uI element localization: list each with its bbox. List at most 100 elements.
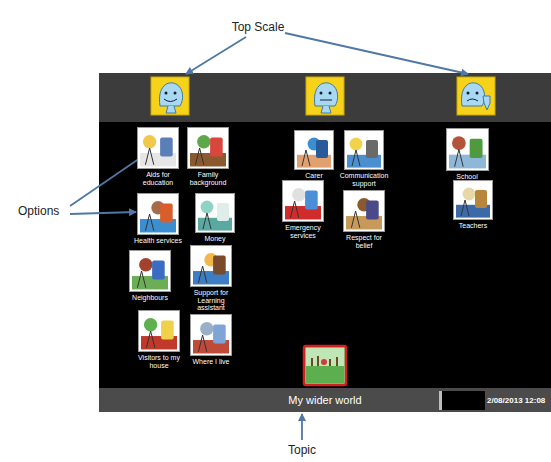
happy-face [151, 77, 189, 115]
callout-label: Top Scale [232, 20, 285, 34]
icon-line [137, 271, 145, 288]
option-icon [282, 180, 324, 222]
option-label: Aids for education [133, 171, 183, 186]
option-tile: Where I live [186, 314, 236, 366]
neutral-face [306, 77, 344, 115]
icon-figure [197, 135, 210, 148]
top-bar [99, 73, 551, 122]
black-box [442, 391, 485, 410]
callout-label: Options [18, 204, 59, 218]
icon-figure [452, 136, 466, 150]
option-label: Teachers [447, 222, 499, 230]
option-icon [344, 130, 384, 170]
icon-tile [454, 181, 493, 220]
screen [99, 73, 551, 412]
icon-tile [188, 128, 229, 169]
option-tile: Family background [183, 127, 233, 186]
callout-label: Topic [288, 443, 316, 457]
option-label: Money [191, 235, 239, 243]
icon-tile [446, 129, 488, 171]
option-icon [294, 130, 334, 170]
option-label: Family background [183, 171, 233, 186]
icon-line [195, 148, 203, 165]
icon-figure [161, 321, 174, 340]
option-tile: Support for Learning assistant [183, 245, 239, 312]
option-tile: Communication support [338, 130, 390, 187]
option-icon [187, 127, 229, 169]
icon-tile [191, 315, 232, 356]
icon-line [461, 200, 469, 216]
icon-tile [283, 181, 324, 222]
option-tile: Carer [290, 130, 338, 180]
icon-line [198, 335, 206, 352]
icon-figure [160, 138, 173, 157]
icon-tile [196, 194, 235, 233]
option-label: Where I live [186, 358, 236, 366]
option-tile: Neighbours [122, 250, 178, 302]
option-tile: Emergency services [277, 180, 329, 239]
icon-tile [344, 191, 385, 232]
icon-tile [130, 251, 171, 292]
icon-figure [152, 261, 165, 280]
bar-divider [439, 391, 442, 410]
icon-line [351, 211, 359, 228]
icon-figure [366, 201, 379, 220]
icon-line [198, 266, 206, 283]
option-label: Respect for belief [338, 234, 390, 249]
icon-figure [139, 258, 152, 271]
option-label: Visitors to my house [132, 354, 186, 369]
icon-figure [366, 140, 378, 158]
option-icon [195, 193, 235, 233]
option-icon [137, 193, 179, 235]
option-icon [129, 250, 171, 292]
topic-icon [304, 346, 346, 385]
option-label: School [441, 173, 493, 181]
icon-figure [160, 204, 173, 223]
icon-figure [210, 138, 223, 157]
option-tile: Visitors to my house [132, 310, 186, 369]
icon-figure [316, 140, 328, 158]
option-icon [138, 310, 180, 352]
icon-figure [144, 318, 157, 331]
option-tile: Money [191, 193, 239, 243]
icon-figure [463, 188, 476, 201]
icon-line [302, 150, 310, 166]
icon-figure [213, 325, 226, 344]
option-label: Carer [290, 172, 338, 180]
option-label: Support for Learning assistant [183, 289, 239, 312]
leader-arrow [70, 154, 146, 206]
icon-tile [345, 131, 384, 170]
icon-tile [138, 128, 179, 169]
option-icon [446, 128, 489, 171]
option-tile: Teachers [447, 180, 499, 230]
option-tile: Aids for education [133, 127, 183, 186]
icon-figure [469, 139, 482, 158]
option-icon [190, 314, 232, 356]
option-icon [453, 180, 493, 220]
option-tile: Respect for belief [338, 190, 390, 249]
option-label: Health services [130, 237, 186, 245]
topic-bar: My wider world2/08/2013 12:08 [99, 388, 551, 412]
leader-arrow [70, 212, 136, 214]
option-tile: School [441, 128, 493, 181]
icon-line [145, 214, 153, 231]
option-label: Neighbours [122, 294, 178, 302]
icon-figure [213, 256, 226, 275]
icon-line [203, 213, 211, 229]
option-tile: Health services [130, 193, 186, 245]
icon-tile [295, 131, 334, 170]
icon-line [146, 331, 154, 348]
topic-title: My wider world [288, 394, 361, 406]
icon-line [290, 201, 298, 218]
icon-figure [475, 190, 487, 208]
icon-figure [201, 201, 214, 214]
option-icon [137, 127, 179, 169]
icon-tile [191, 246, 232, 287]
icon-line [352, 150, 360, 166]
leader-arrow [186, 37, 246, 74]
bottom-bar [99, 388, 551, 412]
icon-tile [138, 194, 179, 235]
option-label: Communication support [338, 172, 390, 187]
icon-figure [292, 188, 305, 201]
